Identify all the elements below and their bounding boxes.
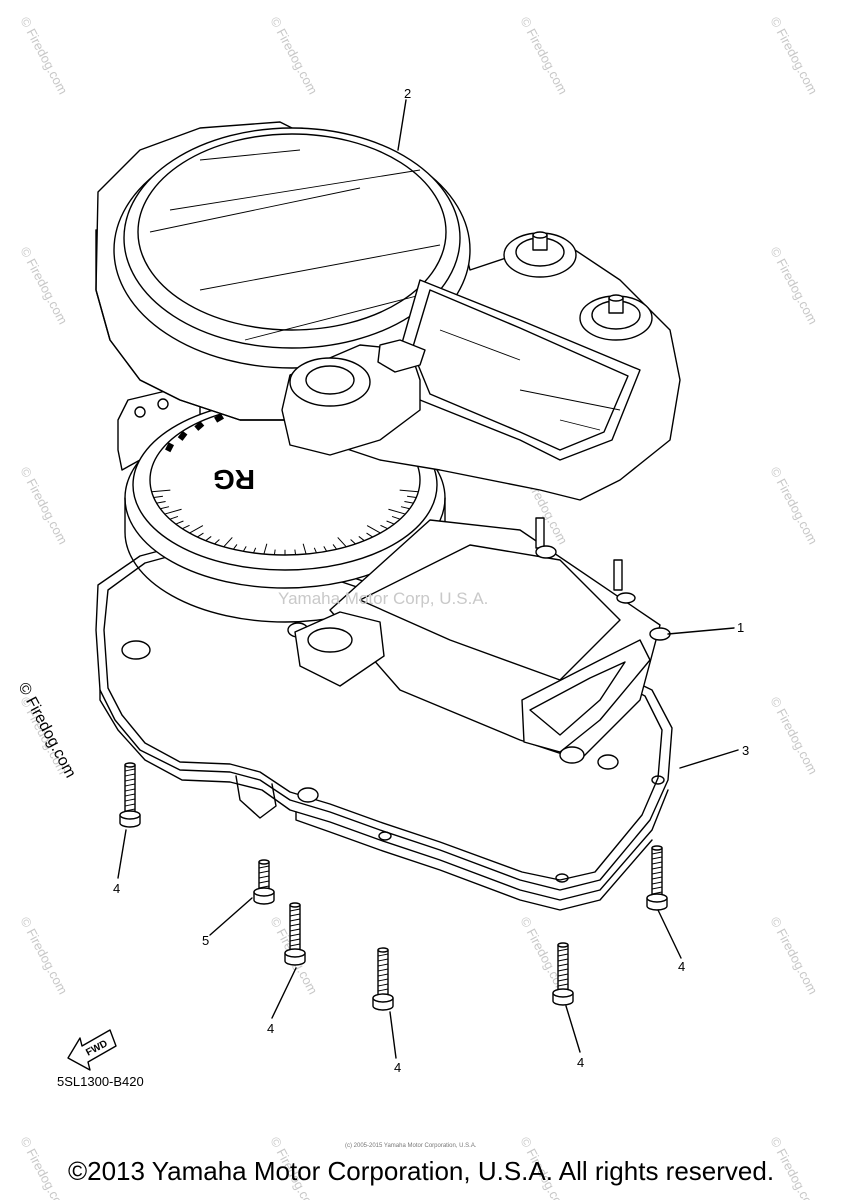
dial-tick xyxy=(263,543,268,555)
dial-tick xyxy=(399,489,419,493)
callout-part-1: 1 xyxy=(737,620,744,635)
side-watermark: © Firedog.com xyxy=(14,680,78,781)
dial-tick xyxy=(160,506,170,510)
copyright-footer: ©2013 Yamaha Motor Corporation, U.S.A. A… xyxy=(67,1156,775,1186)
dial-tick xyxy=(164,508,182,515)
callout-part-2: 2 xyxy=(404,86,411,101)
dial-tick xyxy=(313,547,317,554)
screw-part-5 xyxy=(253,859,275,905)
dial-tick xyxy=(153,495,163,499)
dial-tick xyxy=(323,546,328,552)
tile-watermark: © Firedog.com xyxy=(767,464,820,546)
callout-part-4-b: 4 xyxy=(267,1021,274,1036)
dial-tick xyxy=(380,524,388,530)
fine-print: (c) 2005-2015 Yamaha Motor Corporation, … xyxy=(345,1143,477,1149)
callout-part-4-d: 4 xyxy=(577,1055,584,1070)
meter-assembly: RG xyxy=(117,389,671,764)
screw-part-4 xyxy=(284,902,306,966)
dial-tick xyxy=(169,515,179,520)
tile-watermark: © Firedog.com xyxy=(17,914,70,996)
dial-tick xyxy=(253,547,257,554)
tile-watermark: © Firedog.com xyxy=(767,14,820,96)
tile-watermark: © Firedog.com xyxy=(17,464,70,546)
dial-tick xyxy=(223,537,233,548)
dial-tick xyxy=(232,544,238,550)
dial-tick xyxy=(214,539,220,545)
meter-upper-cover xyxy=(95,121,681,501)
dial-tick xyxy=(189,525,204,534)
dial-tick xyxy=(197,532,204,538)
redline-block xyxy=(165,442,175,453)
dial-tick xyxy=(407,495,417,499)
dial-tick xyxy=(242,546,247,552)
dial-tick xyxy=(332,544,338,550)
tile-watermark: © Firedog.com xyxy=(267,14,320,96)
tile-watermark: © Firedog.com xyxy=(17,244,70,326)
callout-part-4-c: 4 xyxy=(394,1060,401,1075)
callout-part-3: 3 xyxy=(742,743,749,758)
dial-tick xyxy=(366,525,381,534)
tile-watermark: © Firedog.com xyxy=(767,914,820,996)
dial-tick xyxy=(388,508,406,515)
dial-tick xyxy=(151,489,171,493)
dial-tick xyxy=(302,543,307,555)
redline-block xyxy=(194,421,205,431)
dial-tick xyxy=(391,515,401,520)
dial-tick xyxy=(350,539,356,545)
screw-part-4 xyxy=(372,947,394,1011)
diagram-code: 5SL1300-B420 xyxy=(57,1074,144,1089)
dial-tick xyxy=(294,549,297,555)
screw-part-4 xyxy=(552,942,574,1006)
dial-tick xyxy=(273,549,276,555)
screw-part-4 xyxy=(119,762,141,828)
gauge-label: RG xyxy=(213,464,255,495)
tile-watermark: © Firedog.com xyxy=(767,694,820,776)
dial-tick xyxy=(156,501,166,504)
screw-part-4 xyxy=(646,845,668,911)
callout-numbers: 2 1 3 4 5 4 4 4 4 xyxy=(113,86,749,1075)
dial-tick xyxy=(337,537,347,548)
screws xyxy=(119,762,668,1011)
tile-watermark: © Firedog.com xyxy=(517,14,570,96)
fwd-arrow-icon: FWD xyxy=(67,1029,117,1071)
callout-part-4-e: 4 xyxy=(678,959,685,974)
center-watermark: Yamaha Motor Corp, U.S.A. xyxy=(278,589,488,608)
callout-part-5: 5 xyxy=(202,933,209,948)
dial-tick xyxy=(366,532,373,538)
dial-tick xyxy=(386,520,395,525)
dial-tick xyxy=(400,506,410,510)
dial-tick xyxy=(404,501,414,504)
dial-tick xyxy=(358,536,365,542)
dial-tick xyxy=(182,524,190,530)
dial-tick xyxy=(175,520,184,525)
tile-watermark: © Firedog.com xyxy=(17,14,70,96)
dial-tick xyxy=(205,536,212,542)
tile-watermark: © Firedog.com xyxy=(767,244,820,326)
redline-block xyxy=(214,413,224,423)
redline-block xyxy=(177,430,188,441)
callout-part-4-a: 4 xyxy=(113,881,120,896)
callout-leaders xyxy=(117,99,739,1059)
